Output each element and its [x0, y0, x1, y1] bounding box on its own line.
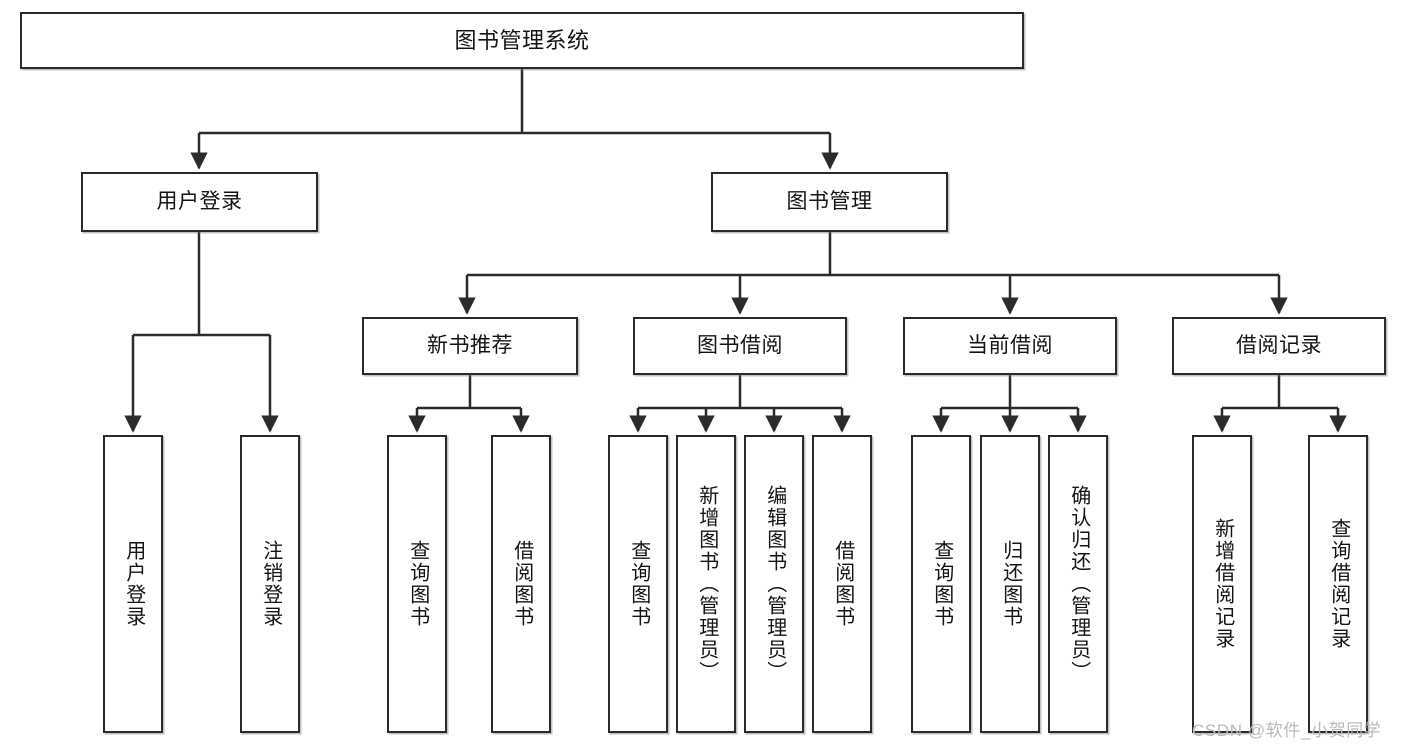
node-label: 编辑图书（管理员） [763, 485, 786, 683]
node-label: 图书借阅 [697, 333, 783, 357]
node-label: 查询借阅记录 [1327, 518, 1350, 650]
node-label: 用户登录 [122, 540, 145, 628]
node-label: 图书管理 [786, 189, 873, 213]
leaf-book-borrow-add-admin[interactable]: 新增图书（管理员） [676, 435, 736, 733]
watermark-text: CSDN @软件_小贺同学 [1192, 721, 1382, 740]
node-root-book-management-system[interactable]: 图书管理系统 [20, 12, 1024, 69]
leaf-current-borrow-confirm-admin[interactable]: 确认归还（管理员） [1048, 435, 1108, 733]
node-user-login[interactable]: 用户登录 [81, 172, 318, 232]
node-current-borrow[interactable]: 当前借阅 [903, 317, 1117, 375]
node-label: 注销登录 [259, 540, 282, 628]
node-label: 查询图书 [930, 540, 953, 628]
node-label: 新增图书（管理员） [695, 485, 718, 683]
leaf-new-book-query[interactable]: 查询图书 [387, 435, 447, 733]
leaf-book-borrow-edit-admin[interactable]: 编辑图书（管理员） [744, 435, 804, 733]
node-book-management[interactable]: 图书管理 [711, 172, 948, 232]
node-label: 借阅记录 [1236, 333, 1322, 357]
leaf-borrow-record-query[interactable]: 查询借阅记录 [1308, 435, 1368, 733]
node-label: 确认归还（管理员） [1067, 485, 1090, 683]
leaf-current-borrow-query[interactable]: 查询图书 [911, 435, 971, 733]
leaf-book-borrow-query[interactable]: 查询图书 [608, 435, 668, 733]
leaf-borrow-record-add[interactable]: 新增借阅记录 [1192, 435, 1252, 733]
leaf-new-book-borrow[interactable]: 借阅图书 [491, 435, 551, 733]
node-label: 查询图书 [406, 540, 429, 628]
leaf-book-borrow-borrow[interactable]: 借阅图书 [812, 435, 872, 733]
node-label: 查询图书 [627, 540, 650, 628]
leaf-user-login-logout[interactable]: 注销登录 [240, 435, 300, 733]
node-label: 图书管理系统 [454, 27, 590, 53]
node-label: 归还图书 [999, 540, 1022, 628]
node-label: 借阅图书 [831, 540, 854, 628]
node-label: 当前借阅 [967, 333, 1053, 357]
node-label: 新增借阅记录 [1211, 518, 1234, 650]
leaf-current-borrow-return[interactable]: 归还图书 [980, 435, 1040, 733]
node-label: 借阅图书 [510, 540, 533, 628]
node-label: 用户登录 [156, 189, 243, 213]
node-book-borrow[interactable]: 图书借阅 [633, 317, 847, 375]
node-new-book-recommend[interactable]: 新书推荐 [362, 317, 578, 375]
leaf-user-login-login[interactable]: 用户登录 [103, 435, 163, 733]
node-label: 新书推荐 [427, 333, 513, 357]
node-borrow-record[interactable]: 借阅记录 [1172, 317, 1386, 375]
